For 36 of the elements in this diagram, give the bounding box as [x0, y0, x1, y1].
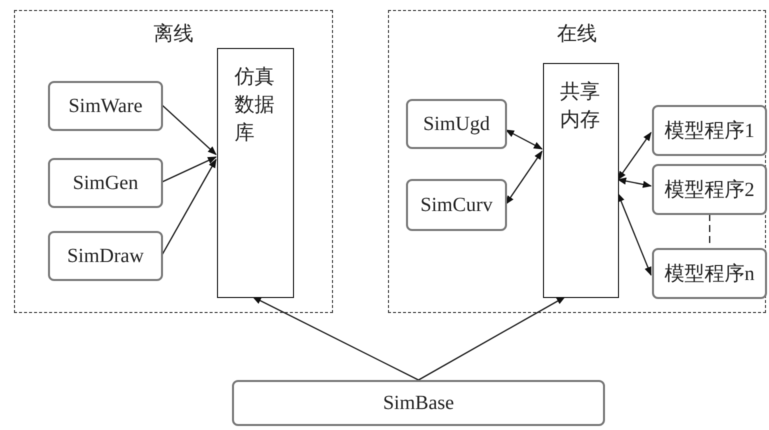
module-box: [48, 158, 163, 208]
arrow: [617, 192, 652, 276]
arrow: [505, 129, 543, 150]
arrow: [252, 296, 419, 381]
node-label: SimDraw: [67, 244, 144, 269]
dashed-group-box: [14, 10, 333, 313]
node-label: SimBase: [382, 391, 454, 416]
node-label: SimWare: [68, 94, 142, 119]
arrow: [162, 156, 217, 183]
node-label: 模型程序n: [664, 262, 754, 286]
arrow: [161, 158, 217, 256]
arrow: [617, 132, 652, 180]
arrow: [162, 104, 217, 156]
group-title: 离线: [154, 22, 194, 47]
module-box: [406, 179, 507, 231]
module-box: [232, 380, 605, 426]
module-box: [48, 81, 163, 131]
node-label: SimGen: [72, 171, 138, 196]
arrow: [418, 296, 566, 381]
module-box: [652, 164, 767, 215]
module-box: [406, 99, 507, 149]
node-label: SimUgd: [423, 112, 490, 137]
module-box: [652, 105, 767, 156]
storage-box: [217, 48, 294, 298]
group-title: 在线: [557, 22, 597, 47]
arrow: [617, 178, 652, 188]
node-label: 模型程序2: [664, 178, 754, 202]
module-box: [48, 231, 163, 281]
arrow: [505, 150, 543, 205]
node-label: SimCurv: [420, 193, 493, 218]
node-label: 共享内存: [560, 80, 601, 133]
node-label: 模型程序1: [664, 118, 754, 144]
dashed-group-box: [388, 10, 766, 313]
storage-box: [543, 63, 619, 298]
module-box: [652, 248, 767, 299]
node-label: 仿真数据库: [234, 65, 276, 146]
